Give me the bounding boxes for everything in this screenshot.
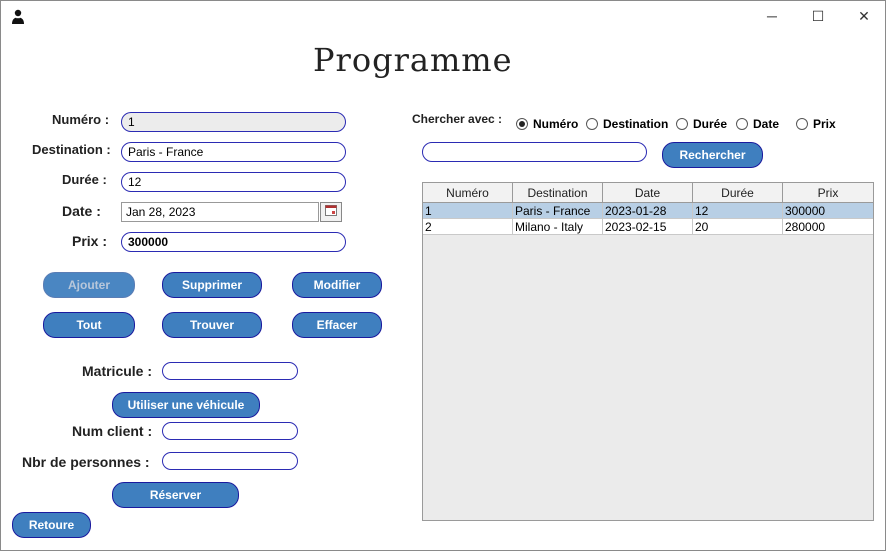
radio-icon [676, 118, 688, 130]
duree-label: Durée : [62, 172, 107, 187]
radio-duree-label: Durée [693, 117, 728, 131]
minimize-icon: ─ [767, 8, 777, 24]
rechercher-button[interactable]: Rechercher [662, 142, 763, 168]
retoure-button[interactable]: Retoure [12, 512, 91, 538]
search-input[interactable] [422, 142, 647, 162]
radio-icon [516, 118, 528, 130]
results-table: Numéro Destination Date Durée Prix 1 Par… [422, 182, 874, 521]
table-cell: 1 [423, 203, 513, 218]
column-header-duree[interactable]: Durée [693, 183, 783, 202]
radio-date[interactable]: Date [736, 117, 779, 131]
radio-prix[interactable]: Prix [796, 117, 836, 131]
modifier-button[interactable]: Modifier [292, 272, 382, 298]
tout-button[interactable]: Tout [43, 312, 135, 338]
radio-numero[interactable]: Numéro [516, 117, 578, 131]
matricule-label: Matricule : [82, 363, 153, 379]
reserver-button[interactable]: Réserver [112, 482, 239, 508]
trouver-button[interactable]: Trouver [162, 312, 262, 338]
table-cell: 300000 [785, 203, 826, 218]
radio-destination[interactable]: Destination [586, 117, 668, 131]
numero-field[interactable]: 1 [121, 112, 346, 132]
prix-field[interactable]: 300000 [121, 232, 346, 252]
duree-field[interactable]: 12 [121, 172, 346, 192]
title-bar: ─ ☐ ✕ [1, 1, 885, 31]
table-cell: 2023-01-28 [603, 203, 693, 218]
num-client-field[interactable] [162, 422, 298, 440]
column-header-destination[interactable]: Destination [513, 183, 603, 202]
minimize-button[interactable]: ─ [749, 1, 795, 31]
close-button[interactable]: ✕ [841, 1, 886, 31]
user-icon [11, 9, 25, 25]
radio-destination-label: Destination [603, 117, 669, 131]
calendar-icon [325, 203, 337, 221]
search-label: Chercher avec : [412, 112, 503, 126]
nbr-personnes-label: Nbr de personnes : [22, 454, 150, 470]
radio-prix-label: Prix [813, 117, 836, 131]
radio-date-label: Date [753, 117, 780, 131]
table-cell: 20 [693, 219, 783, 234]
ajouter-button[interactable]: Ajouter [43, 272, 135, 298]
radio-numero-label: Numéro [533, 117, 579, 131]
table-cell: 2023-02-15 [603, 219, 693, 234]
table-row[interactable]: 2 Milano - Italy 2023-02-15 20 280000 [423, 219, 873, 235]
destination-field[interactable]: Paris - France [121, 142, 346, 162]
date-label: Date : [62, 203, 101, 219]
table-cell: 280000 [785, 219, 826, 234]
table-cell: 2 [423, 219, 513, 234]
effacer-button[interactable]: Effacer [292, 312, 382, 338]
radio-icon [586, 118, 598, 130]
table-header: Numéro Destination Date Durée Prix [423, 183, 873, 203]
radio-duree[interactable]: Durée [676, 117, 727, 131]
matricule-field[interactable] [162, 362, 298, 380]
table-cell: Paris - France [513, 203, 603, 218]
radio-icon [796, 118, 808, 130]
nbr-personnes-field[interactable] [162, 452, 298, 470]
table-row[interactable]: 1 Paris - France 2023-01-28 12 300000 [423, 203, 873, 219]
column-header-numero[interactable]: Numéro [423, 183, 513, 202]
maximize-icon: ☐ [811, 7, 825, 24]
supprimer-button[interactable]: Supprimer [162, 272, 262, 298]
table-cell: 12 [693, 203, 783, 218]
date-picker-button[interactable] [320, 202, 342, 222]
utiliser-vehicule-button[interactable]: Utiliser une véhicule [112, 392, 260, 418]
page-title: Programme [313, 41, 513, 79]
radio-icon [736, 118, 748, 130]
table-cell: Milano - Italy [513, 219, 603, 234]
column-header-prix[interactable]: Prix [817, 185, 839, 200]
column-header-date[interactable]: Date [603, 183, 693, 202]
prix-label: Prix : [72, 233, 108, 249]
num-client-label: Num client : [72, 423, 153, 439]
date-field[interactable]: Jan 28, 2023 [121, 202, 319, 222]
destination-label: Destination : [32, 142, 111, 157]
maximize-button[interactable]: ☐ [795, 1, 841, 31]
numero-label: Numéro : [52, 112, 110, 127]
close-icon: ✕ [858, 7, 870, 24]
